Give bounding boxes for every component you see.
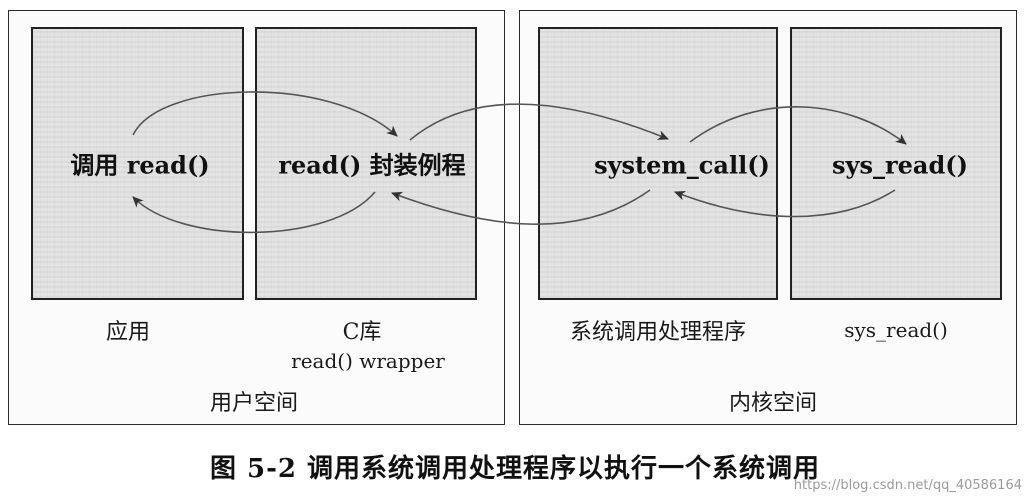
clib-box xyxy=(255,27,477,300)
system-call-box xyxy=(538,27,778,300)
app-label: 应用 xyxy=(105,320,151,345)
system-call-box-text: system_call() xyxy=(594,150,770,180)
sys-read-box xyxy=(790,27,1002,300)
figure-caption: 图 5-2 调用系统调用处理程序以执行一个系统调用 xyxy=(209,454,821,484)
sys-read-box-text: sys_read() xyxy=(832,150,968,180)
arrow-syscall-to-sysread xyxy=(689,106,907,145)
clib-sub-label: read() wrapper xyxy=(291,349,445,373)
arrow-clib-to-syscall xyxy=(409,103,669,141)
user-space-label: 用户空间 xyxy=(209,391,299,416)
sys-read-label: sys_read() xyxy=(844,318,948,342)
app-box xyxy=(31,27,244,300)
arrow-sysread-to-syscall xyxy=(674,189,896,218)
kernel-space-label: 内核空间 xyxy=(728,391,818,416)
clib-label: C库 xyxy=(342,320,382,345)
arrow-app-to-clib xyxy=(132,91,398,137)
clib-box-text: read() 封装例程 xyxy=(278,150,466,180)
handler-label: 系统调用处理程序 xyxy=(569,320,747,345)
arrow-clib-to-app xyxy=(132,191,376,234)
watermark: https://blog.csdn.net/qq_40586164 xyxy=(793,478,1022,493)
app-box-text: 调用 read() xyxy=(70,150,210,180)
arrow-syscall-to-clib xyxy=(391,189,651,225)
